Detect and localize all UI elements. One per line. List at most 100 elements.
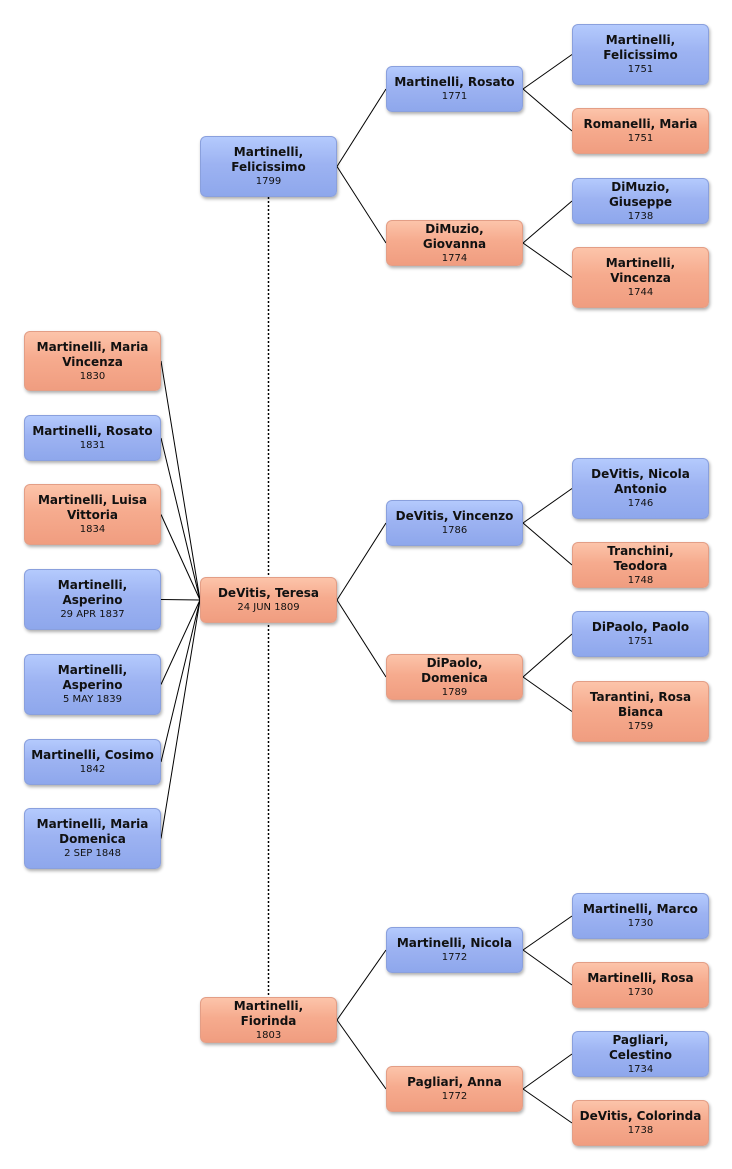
person-date: 24 JUN 1809 [237,602,300,613]
parent-link-line [522,200,573,244]
parent-link-line [336,599,387,678]
person-name: Martinelli, Maria Vincenza [36,339,149,369]
person-date: 1730 [627,987,654,998]
person-name: Martinelli, Vincenza [605,256,676,285]
child-link-line [160,599,201,685]
person-node-nicola-antonio[interactable]: DeVitis, Nicola Antonio 1746 [572,458,709,519]
child-link-line [160,514,201,601]
person-node-felicissimo-1799[interactable]: Martinelli, Felicissimo 1799 [200,136,337,197]
person-name: DeVitis, Vincenzo [395,509,514,523]
person-date: 1772 [441,1091,468,1102]
person-node-asperino-1837[interactable]: Martinelli, Asperino 29 APR 1837 [24,569,161,630]
person-date: 1803 [255,1029,282,1041]
person-node-luisa-vittoria[interactable]: Martinelli, Luisa Vittoria 1834 [24,484,161,545]
person-node-anna-pagliari[interactable]: Pagliari, Anna 1772 [386,1066,523,1112]
person-node-colorinda[interactable]: DeVitis, Colorinda 1738 [572,1100,709,1146]
person-date: 1751 [627,636,654,647]
person-date: 1748 [627,574,654,586]
person-date: 1789 [441,686,468,698]
person-node-maria-romanelli[interactable]: Romanelli, Maria 1751 [572,108,709,154]
person-node-vincenza-1744[interactable]: Martinelli, Vincenza 1744 [572,247,709,308]
person-node-vincenzo-devitis[interactable]: DeVitis, Vincenzo 1786 [386,500,523,546]
person-date: 2 SEP 1848 [64,848,121,859]
person-name: Martinelli, Rosato [32,424,153,438]
person-node-asperino-1839[interactable]: Martinelli, Asperino 5 MAY 1839 [24,654,161,715]
person-name: Pagliari, Anna [407,1075,502,1089]
person-node-nicola-1772[interactable]: Martinelli, Nicola 1772 [386,927,523,973]
person-node-maria-vincenza[interactable]: Martinelli, Maria Vincenza 1830 [24,331,161,391]
person-date: 1759 [627,721,654,732]
person-date: 1751 [627,133,654,144]
person-name: Tarantini, Rosa Bianca [589,690,692,719]
person-node-fiorinda[interactable]: Martinelli, Fiorinda 1803 [200,997,337,1043]
person-node-cosimo[interactable]: Martinelli, Cosimo 1842 [24,739,161,785]
person-name: Martinelli, Asperino [57,578,128,607]
person-node-rosa-1730[interactable]: Martinelli, Rosa 1730 [572,962,709,1008]
person-date: 1744 [627,287,654,298]
parent-link-line [522,522,573,566]
child-link-line [160,599,201,601]
person-name: Martinelli, Fiorinda [233,998,304,1028]
person-node-teresa-devitis[interactable]: DeVitis, Teresa 24 JUN 1809 [200,577,337,623]
person-node-giuseppe-dimuzio[interactable]: DiMuzio, Giuseppe 1738 [572,178,709,224]
child-link-line [160,599,201,763]
parent-link-line [522,242,573,278]
person-date: 1786 [441,525,468,536]
person-node-marco-1730[interactable]: Martinelli, Marco 1730 [572,893,709,939]
person-node-teodora-tranchini[interactable]: Tranchini, Teodora 1748 [572,542,709,588]
child-link-line [160,599,201,839]
parent-link-line [522,488,573,524]
person-date: 1774 [441,252,468,264]
person-node-domenica-dipaolo[interactable]: DiPaolo, Domenica 1789 [386,654,523,700]
person-date: 5 MAY 1839 [63,694,122,705]
person-date: 1738 [627,1125,654,1136]
person-name: Martinelli, Felicissimo [231,145,306,174]
person-name: Martinelli, Luisa Vittoria [37,493,148,522]
child-link-line [160,360,201,601]
person-name: Martinelli, Cosimo [31,748,154,762]
person-date: 1842 [79,764,106,775]
person-name: DeVitis, Teresa [217,586,320,600]
person-name: DeVitis, Colorinda [579,1109,702,1123]
person-node-giovanna-dimuzio[interactable]: DiMuzio, Giovanna 1774 [386,220,523,266]
person-date: 1746 [627,498,654,509]
person-name: Romanelli, Maria [583,117,698,131]
parent-link-line [336,88,387,167]
parent-link-line [522,1088,573,1124]
person-node-rosato-1831[interactable]: Martinelli, Rosato 1831 [24,415,161,461]
parent-link-line [522,633,573,678]
person-name: Martinelli, Maria Domenica [36,817,149,846]
parent-link-line [336,166,387,244]
person-node-paolo-dipaolo[interactable]: DiPaolo, Paolo 1751 [572,611,709,657]
person-date: 1771 [441,91,468,102]
person-name: Martinelli, Rosa [587,971,694,985]
person-name: Martinelli, Marco [583,902,698,916]
parent-link-line [522,676,573,712]
parent-link-line [522,54,573,90]
parent-link-line [336,949,387,1021]
person-name: DiMuzio, Giuseppe [608,179,673,209]
person-name: Martinelli, Rosato [394,75,515,89]
parent-link-line [336,522,387,601]
person-node-rosa-bianca[interactable]: Tarantini, Rosa Bianca 1759 [572,681,709,742]
person-node-maria-domenica[interactable]: Martinelli, Maria Domenica 2 SEP 1848 [24,808,161,869]
parent-link-line [522,1053,573,1090]
person-date: 1799 [255,176,282,187]
person-date: 1834 [79,524,106,535]
person-node-celestino[interactable]: Pagliari, Celestino 1734 [572,1031,709,1077]
parent-link-line [522,88,573,132]
person-date: 1772 [441,952,468,963]
person-name: Martinelli, Asperino [57,663,128,692]
person-date: 1830 [79,370,106,382]
person-name: DiPaolo, Paolo [591,620,690,634]
person-date: 1730 [627,918,654,929]
person-name: DiMuzio, Giovanna [422,221,487,251]
person-name: Martinelli, Nicola [396,936,513,950]
person-node-felicissimo-1751[interactable]: Martinelli, Felicissimo 1751 [572,24,709,85]
person-date: 1738 [627,210,654,222]
person-date: 1831 [79,440,106,451]
person-date: 1751 [627,64,654,75]
person-name: Martinelli, Felicissimo [603,33,678,62]
person-node-rosato-1771[interactable]: Martinelli, Rosato 1771 [386,66,523,112]
